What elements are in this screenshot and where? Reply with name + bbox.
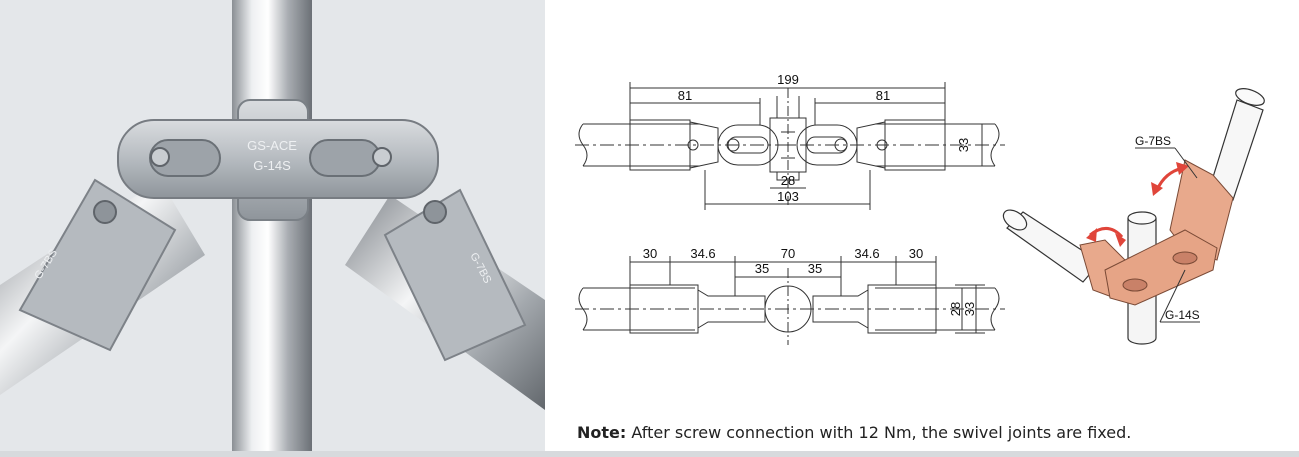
dim-a: 30 bbox=[643, 246, 657, 261]
bottom-divider bbox=[0, 451, 1299, 457]
dimension-drawings: 199 81 81 33 28 103 30 34.6 70 34.6 30 3… bbox=[575, 72, 1265, 345]
dim-right: 81 bbox=[876, 88, 890, 103]
product-photo: GS-ACE G-14S G-7BS G-7BS bbox=[0, 0, 545, 457]
dim-h1: 28 bbox=[948, 302, 963, 316]
dim-overall: 199 bbox=[777, 72, 799, 87]
dim-d: 34.6 bbox=[854, 246, 879, 261]
note-body: After screw connection with 12 Nm, the s… bbox=[626, 423, 1132, 442]
dim-b: 34.6 bbox=[690, 246, 715, 261]
dim-height: 33 bbox=[956, 138, 971, 152]
note-text: Note: After screw connection with 12 Nm,… bbox=[577, 423, 1131, 442]
dim-h2: 33 bbox=[962, 302, 977, 316]
dim-g: 35 bbox=[808, 261, 822, 276]
side-view-drawing bbox=[575, 256, 1005, 345]
top-view-drawing bbox=[575, 82, 1005, 210]
dim-center-width: 28 bbox=[781, 173, 795, 188]
callout-g14s: G-14S bbox=[1165, 308, 1200, 322]
callout-g7bs: G-7BS bbox=[1135, 134, 1171, 148]
dim-left: 81 bbox=[678, 88, 692, 103]
dim-e: 30 bbox=[909, 246, 923, 261]
dim-f: 35 bbox=[755, 261, 769, 276]
dim-c: 70 bbox=[781, 246, 795, 261]
note-label: Note: bbox=[577, 423, 627, 442]
engraving-model: G-14S bbox=[253, 158, 291, 173]
engraving-brand: GS-ACE bbox=[247, 138, 297, 153]
dim-inner: 103 bbox=[777, 189, 799, 204]
swivel-joint-photo: GS-ACE G-14S G-7BS G-7BS bbox=[0, 0, 545, 457]
technical-drawings: 199 81 81 33 28 103 30 34.6 70 34.6 30 3… bbox=[545, 0, 1299, 457]
isometric-view bbox=[1002, 88, 1265, 345]
